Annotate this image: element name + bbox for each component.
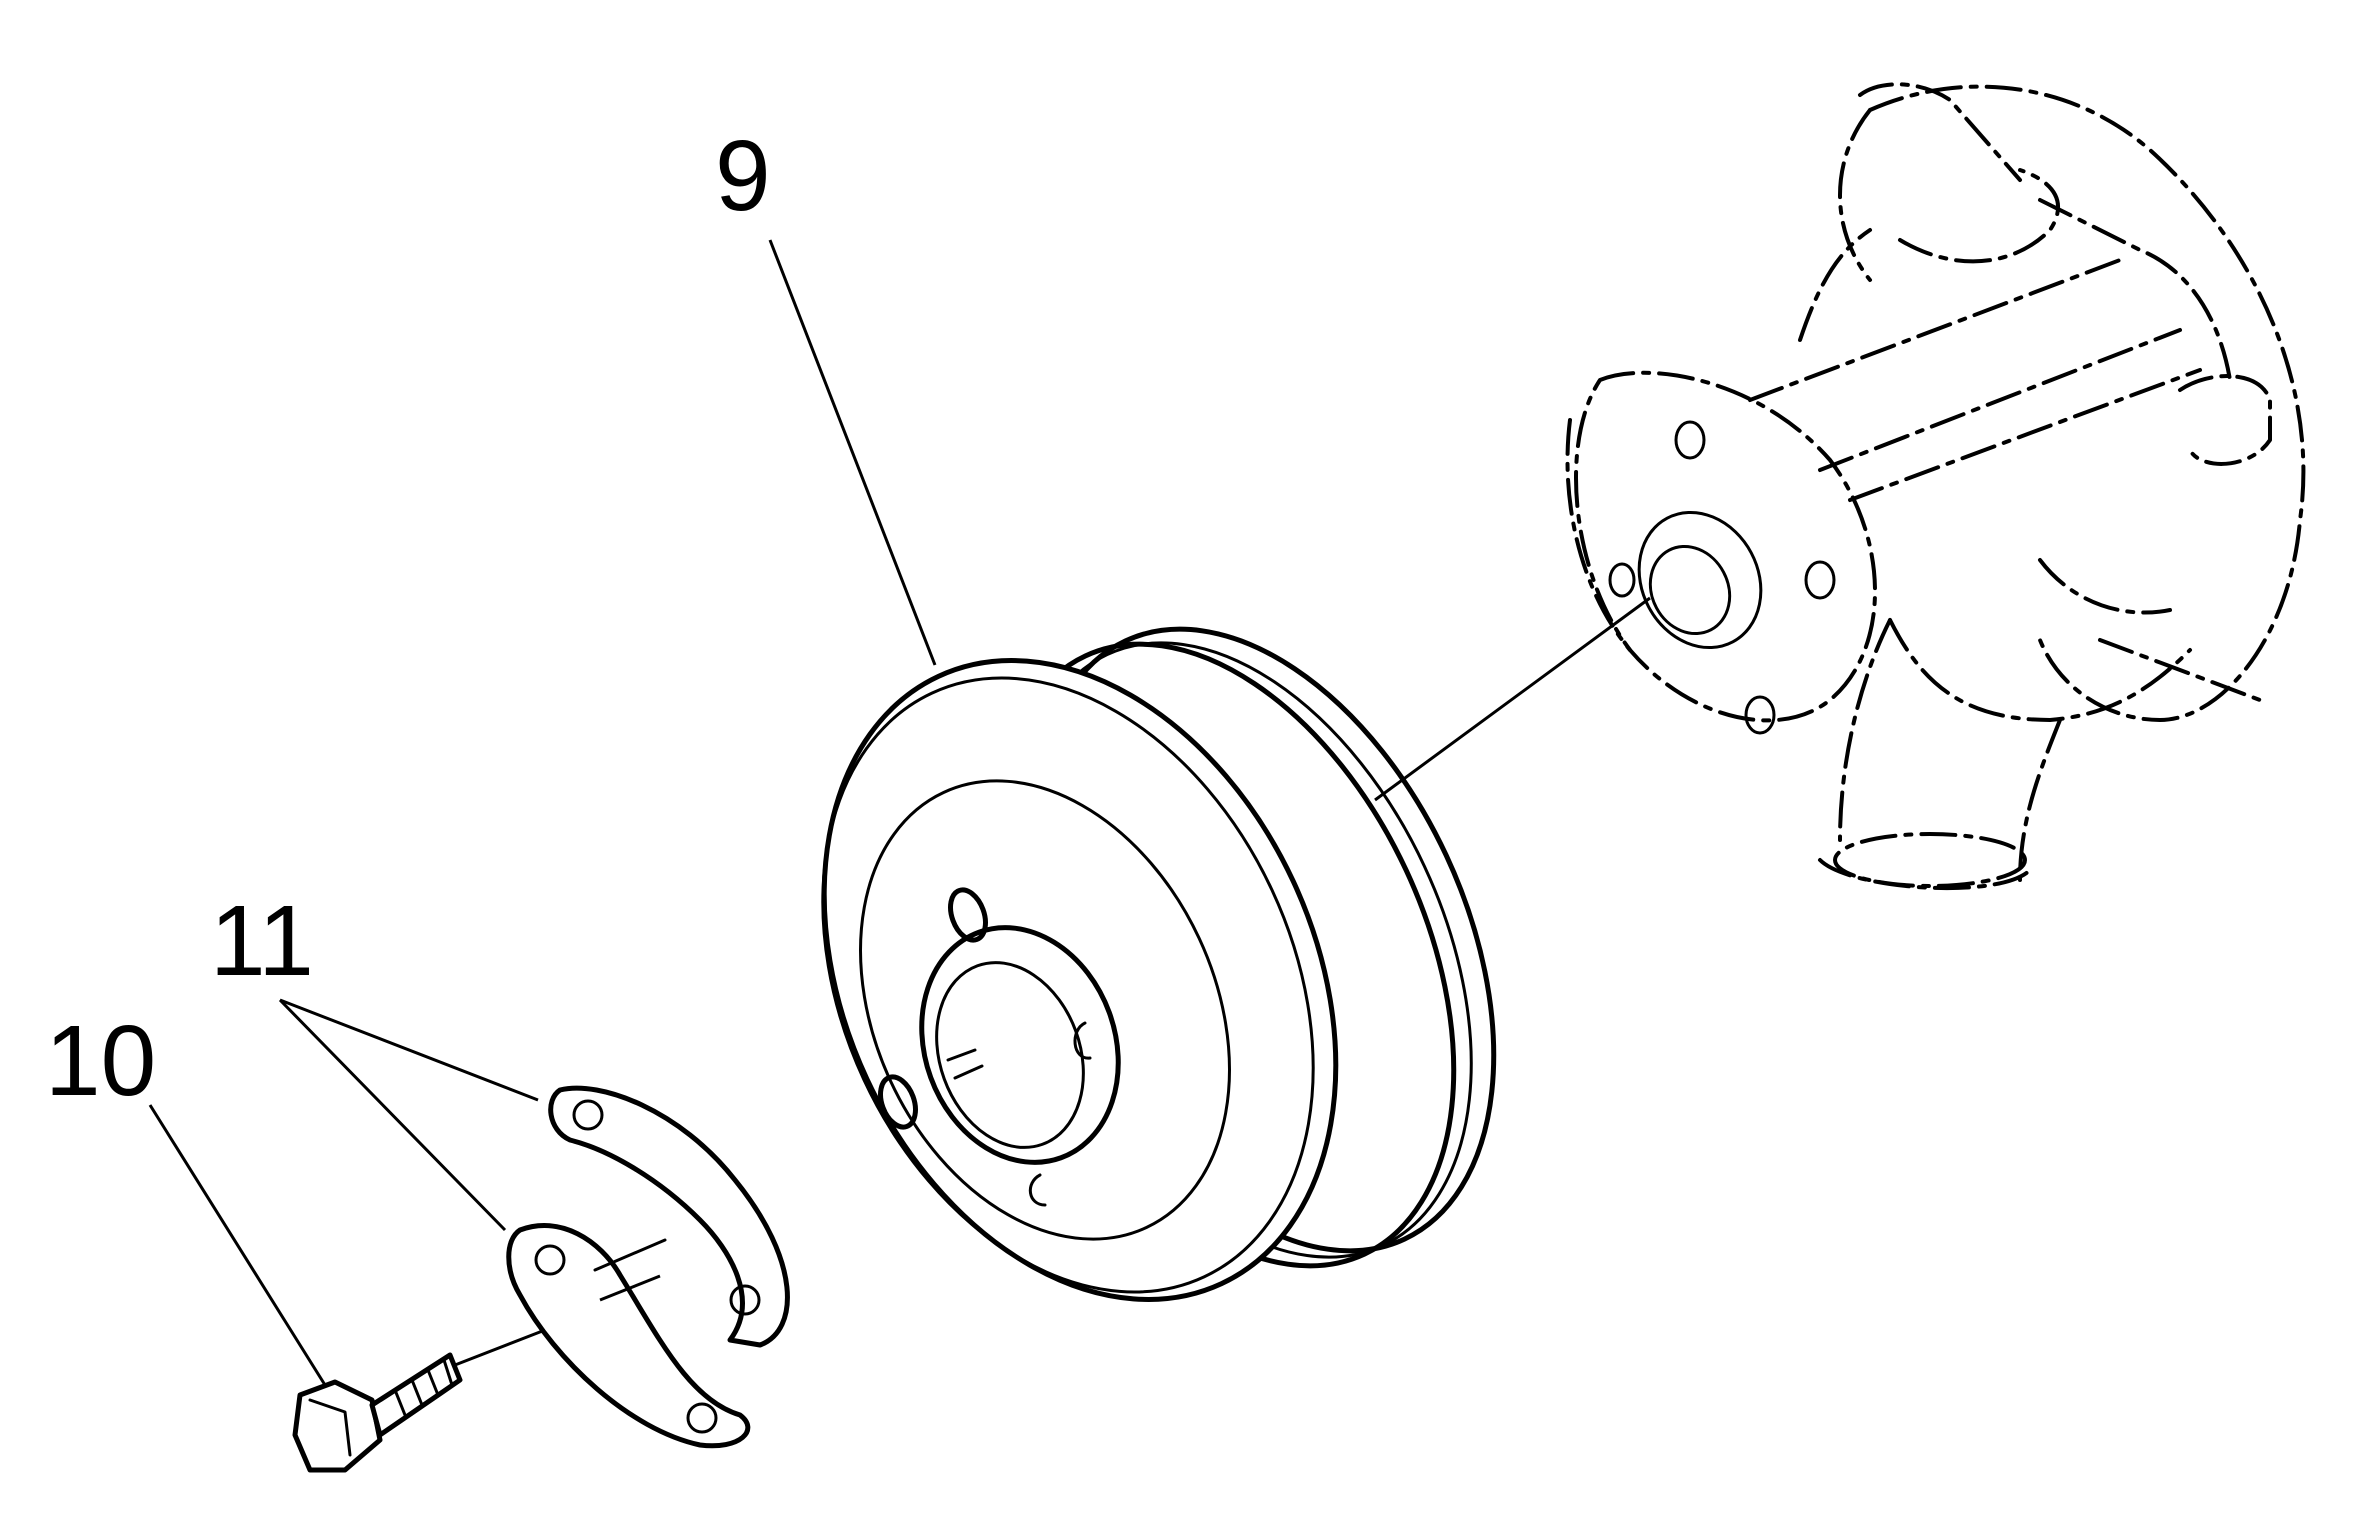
callout-bolt: 10: [45, 1005, 156, 1117]
assembly-axis-line: [454, 596, 1651, 1367]
leader-lines: [148, 239, 937, 1386]
lock-washer: [506, 1085, 790, 1449]
pulley: [821, 626, 1497, 1302]
hex-bolt: [292, 1352, 463, 1473]
callout-pulley: 9: [715, 120, 771, 232]
water-pump-phantom: [1748, 82, 2306, 891]
pump-hub-flange: [1565, 370, 1877, 735]
callout-lock-washer: 11: [210, 885, 314, 997]
